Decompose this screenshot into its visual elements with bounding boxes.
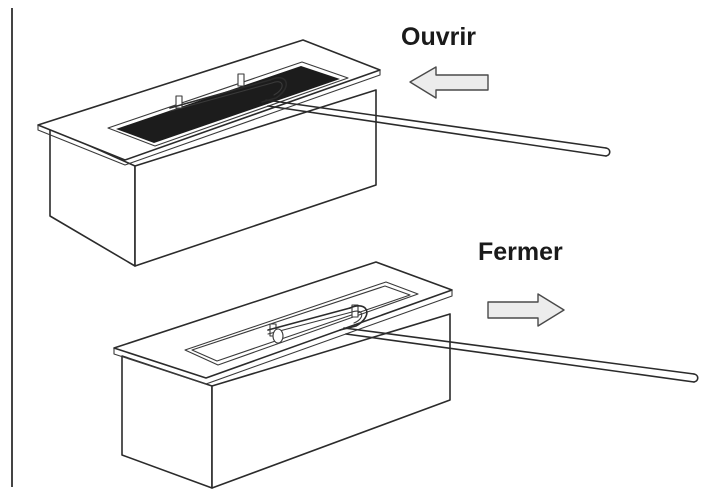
burner-open-handle-tip (605, 147, 611, 157)
burner-closed (113, 261, 699, 489)
label-open: Ouvrir (397, 22, 481, 52)
burner-closed-handle-rod (343, 327, 695, 375)
burner-open-handle-rod (265, 99, 607, 149)
burner-closed-rod-cap (272, 328, 284, 344)
arrow-right-icon (487, 293, 565, 327)
label-close: Fermer (474, 237, 593, 267)
burner-open-side-face (134, 89, 377, 267)
burner-open-lip-edge (37, 69, 381, 166)
burner-open-hook (261, 76, 288, 103)
burner-open-slider-rod (169, 79, 271, 109)
burner-open-slot (116, 66, 340, 143)
burner-closed-slider-rod (267, 307, 351, 331)
burner-open (37, 39, 611, 267)
arrow-left-icon (409, 66, 489, 99)
burner-closed-handle-tip (693, 373, 699, 383)
burner-closed-lip-edge (113, 289, 453, 385)
burner-open-pin-right (237, 73, 245, 87)
burner-closed-hook (339, 305, 368, 331)
